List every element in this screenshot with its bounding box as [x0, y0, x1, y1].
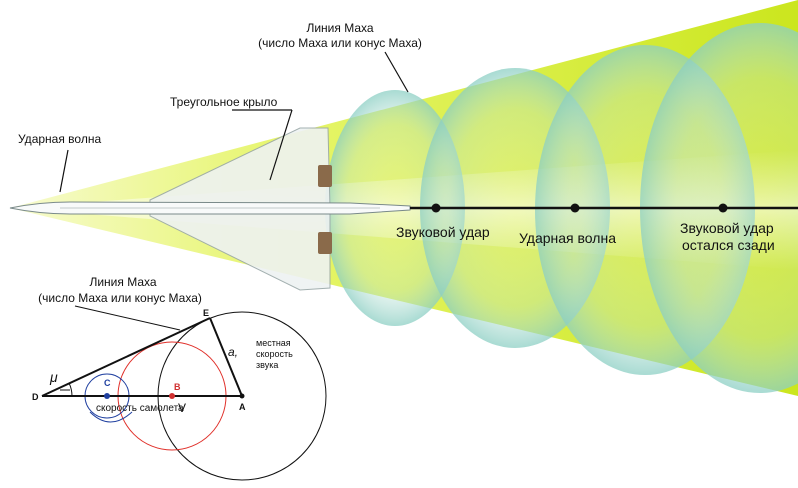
symbol-a-label: a, — [228, 345, 238, 359]
local-speed-line3: звука — [256, 360, 278, 370]
mach-line-bottom-title: Линия Маха — [89, 275, 156, 289]
local-speed-line1: местная — [256, 338, 291, 348]
point-c-label: C — [104, 378, 111, 388]
leader-mach-line-bottom — [75, 306, 180, 330]
sonic-boom-behind-line1: Звуковой удар — [680, 220, 774, 236]
leader-mach-line — [385, 52, 408, 92]
point-c-dot — [104, 393, 110, 399]
axis-point-3 — [719, 204, 728, 213]
leader-shock-wave — [60, 150, 68, 192]
mach-line-title: Линия Маха — [306, 21, 373, 35]
point-e-label: E — [203, 308, 209, 318]
shock-wave-label-left: Ударная волна — [18, 132, 101, 146]
symbol-mu-label: μ — [49, 369, 58, 385]
symbol-v-label: V — [178, 401, 186, 415]
axis-point-1 — [432, 204, 441, 213]
point-b-dot — [169, 393, 175, 399]
point-b-label: B — [174, 382, 181, 392]
point-d-label: D — [32, 392, 39, 402]
engine-lower — [318, 232, 332, 254]
delta-wing-label: Треугольное крыло — [170, 95, 278, 109]
mach-line-bottom-subtitle: (число Маха или конус Маха) — [38, 291, 202, 305]
mach-line-subtitle: (число Маха или конус Маха) — [258, 36, 422, 50]
engine-upper — [318, 165, 332, 187]
point-a-label: A — [239, 402, 246, 412]
sonic-boom-behind-line2: остался сзади — [682, 237, 775, 253]
shock-wave-label-mid: Ударная волна — [519, 230, 616, 246]
axis-point-2 — [571, 204, 580, 213]
local-speed-line2: скорость — [256, 349, 293, 359]
geometry-diagram — [42, 306, 326, 480]
point-a-dot — [240, 394, 245, 399]
plane-speed-label: скорость самолета — [96, 403, 184, 414]
sonic-boom-label: Звуковой удар — [396, 224, 490, 240]
